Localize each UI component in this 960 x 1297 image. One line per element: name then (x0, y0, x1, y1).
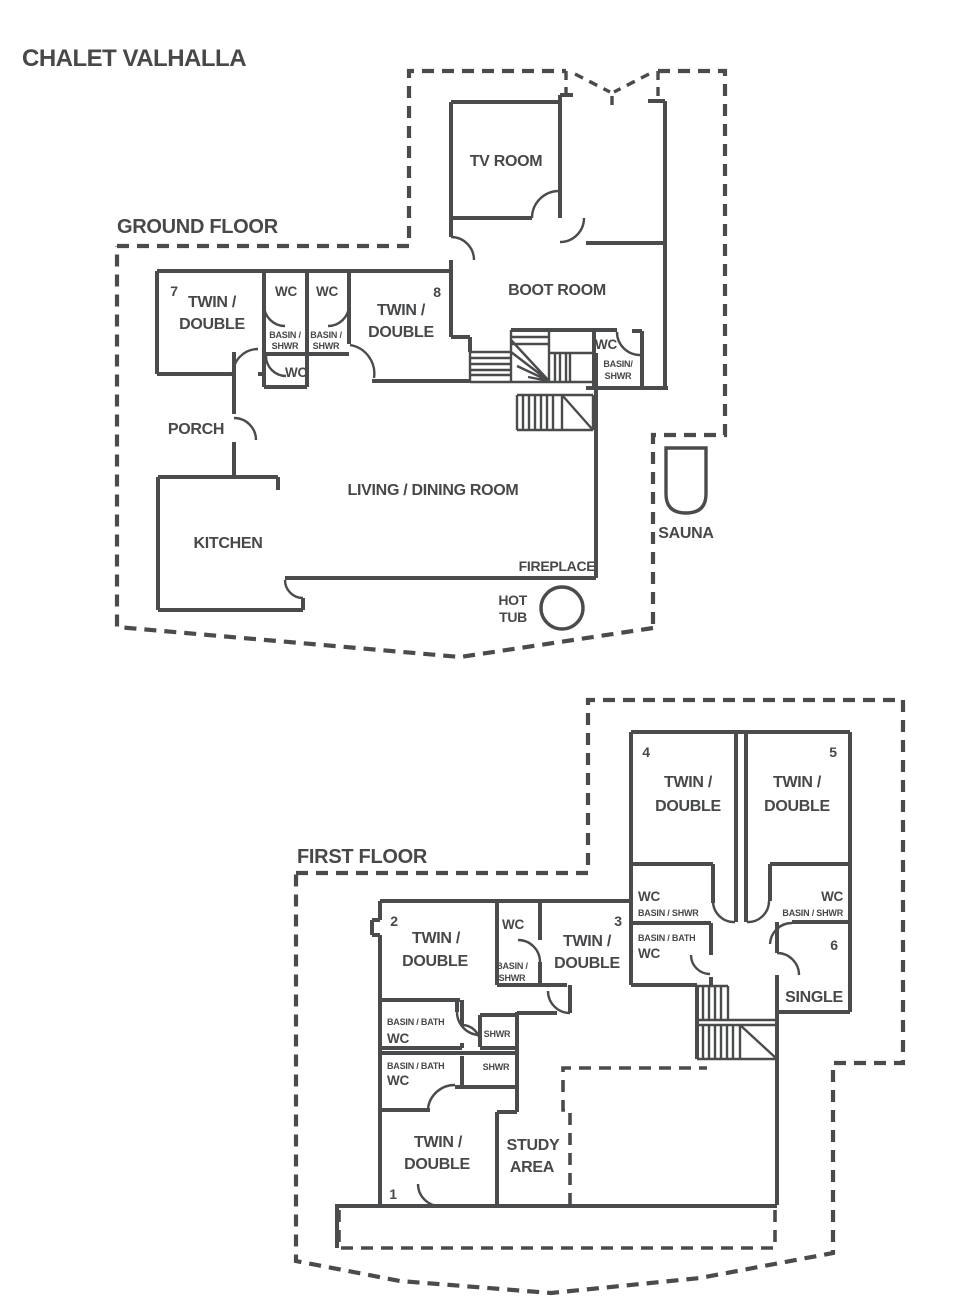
entry-door-dashes (564, 71, 660, 110)
label-wc-b: WC (316, 284, 338, 299)
label-wc-d: WC (595, 337, 617, 352)
label-wc-mid-sub1: BASIN / (496, 961, 528, 971)
label-room8-number: 8 (433, 284, 441, 300)
label-study-line2: AREA (510, 1159, 555, 1176)
label-wc-mid: WC (502, 917, 524, 932)
label-room4-number: 4 (642, 744, 650, 760)
label-wc-u4-sub: BASIN / SHWR (638, 908, 699, 918)
label-room1-number: 1 (389, 1186, 397, 1202)
label-room8-line1: TWIN / (377, 302, 426, 319)
balcony-dashes (337, 1210, 777, 1250)
label-porch: PORCH (168, 421, 224, 438)
ground-floor-label: GROUND FLOOR (117, 216, 279, 238)
label-hot-tub-1: HOT (498, 592, 527, 608)
label-wc-u5-sub: BASIN / SHWR (782, 908, 843, 918)
label-room5-line2: DOUBLE (764, 798, 830, 815)
label-wc-a-sub2: SHWR (272, 341, 299, 351)
label-room6-number: 6 (830, 937, 838, 953)
label-room3-number: 3 (614, 913, 622, 929)
label-room7-line1: TWIN / (188, 294, 237, 311)
label-bb2-sub: BASIN / BATH (387, 1061, 444, 1071)
first-floor-stairs (697, 984, 778, 1061)
label-room5-number: 5 (829, 744, 837, 760)
label-room4-line2: DOUBLE (655, 798, 721, 815)
label-wc-b-sub2: SHWR (313, 341, 340, 351)
label-wc-d-sub1: BASIN/ (603, 359, 633, 369)
label-hot-tub-2: TUB (499, 609, 527, 625)
ground-floor: CHALET VALHALLA GROUND FLOOR TV ROOM BOO… (22, 45, 728, 660)
label-room3-line2: DOUBLE (554, 955, 620, 972)
label-room7-number: 7 (170, 283, 178, 299)
label-living-dining: LIVING / DINING ROOM (348, 482, 519, 499)
label-kitchen: KITCHEN (193, 535, 262, 552)
label-wc-d-sub2: SHWR (605, 371, 632, 381)
ground-floor-doors (231, 189, 641, 600)
label-room2-line2: DOUBLE (402, 953, 468, 970)
first-floor-boundary (293, 697, 906, 1296)
label-tv-room: TV ROOM (470, 153, 543, 170)
label-room2-line1: TWIN / (412, 930, 461, 947)
label-bb1: WC (387, 1031, 409, 1046)
label-room3-line1: TWIN / (563, 933, 612, 950)
sauna-shape (664, 446, 708, 515)
label-bb1-sub: BASIN / BATH (387, 1017, 444, 1027)
hot-tub-shape (539, 585, 585, 631)
label-wc-c: WC (285, 365, 307, 380)
label-fireplace: FIREPLACE (519, 558, 596, 574)
label-room5-line1: TWIN / (773, 774, 822, 791)
ground-floor-walls (155, 93, 668, 612)
label-wc-a-sub1: BASIN / (269, 330, 301, 340)
label-bb2: WC (387, 1073, 409, 1088)
label-wc-mid-sub2: SHWR (499, 973, 526, 983)
first-floor-label: FIRST FLOOR (297, 846, 428, 868)
label-wc-u4: WC (638, 889, 660, 904)
label-wc-b-sub1: BASIN / (310, 330, 342, 340)
label-room1-line1: TWIN / (414, 1134, 463, 1151)
label-room2-number: 2 (390, 913, 398, 929)
label-shwr1: SHWR (484, 1029, 511, 1039)
label-wc-a: WC (275, 284, 297, 299)
label-wc-u5: WC (821, 889, 843, 904)
label-room8-line2: DOUBLE (368, 324, 434, 341)
first-floor: FIRST FLOOR 4 TWIN / DOUBLE 5 TWIN / DOU… (293, 697, 906, 1296)
label-bb-u4-sub: BASIN / BATH (638, 933, 695, 943)
label-shwr2: SHWR (483, 1062, 510, 1072)
page-title: CHALET VALHALLA (22, 45, 246, 72)
ground-floor-stairs (468, 330, 596, 432)
label-room6-single: SINGLE (785, 989, 843, 1006)
label-boot-room: BOOT ROOM (508, 282, 606, 299)
label-sauna: SAUNA (658, 525, 714, 542)
first-floor-walls (335, 730, 852, 1248)
label-room4-line1: TWIN / (664, 774, 713, 791)
ground-floor-boundary (114, 68, 728, 660)
label-room1-line2: DOUBLE (404, 1156, 470, 1173)
first-floor-doors (416, 900, 801, 1208)
label-bb-u4: WC (638, 946, 660, 961)
label-study-line1: STUDY (507, 1137, 560, 1154)
label-room7-line2: DOUBLE (179, 316, 245, 333)
study-area-dashes (561, 1066, 707, 1205)
